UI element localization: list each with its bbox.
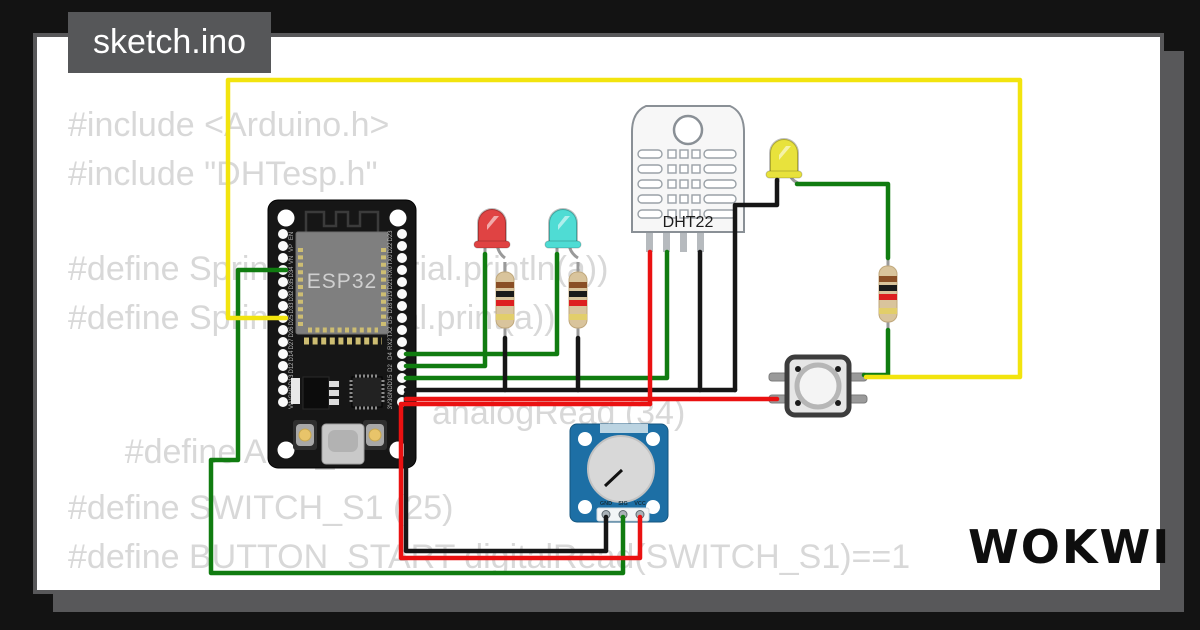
svg-text:RX2: RX2 <box>388 338 394 350</box>
wire-red-led-d2 <box>403 251 488 369</box>
wire-resistor-button <box>861 327 891 378</box>
esp32-module <box>295 231 389 335</box>
svg-text:SIG: SIG <box>618 501 627 507</box>
wire-pot-gnd <box>403 391 609 554</box>
pot-indicator <box>603 468 624 488</box>
code-line-6: #define SWITCH_S1 (25) <box>68 489 454 527</box>
wokwi-logo: WOKWI <box>968 520 1172 574</box>
voltage-regulator <box>302 376 339 410</box>
yellow-led[interactable] <box>765 138 803 179</box>
file-tab-label: sketch.ino <box>93 23 247 61</box>
svg-text:D23: D23 <box>388 230 394 242</box>
potentiometer[interactable]: GND SIG VCC <box>569 423 669 523</box>
file-tab: sketch.ino <box>68 12 272 73</box>
svg-text:D21: D21 <box>388 278 394 290</box>
resistor-red-led[interactable] <box>494 260 516 340</box>
wire-yellow-led-resistor <box>794 181 891 261</box>
wires-red <box>398 249 780 561</box>
code-line-1: #include <Arduino.h> <box>68 106 390 144</box>
antenna-trace <box>304 210 380 232</box>
svg-text:D15: D15 <box>388 374 394 386</box>
code-line-2: #include "DHTesp.h" <box>68 155 378 193</box>
svg-text:VCC: VCC <box>634 501 646 507</box>
wire-cyan-led-d4 <box>403 251 560 357</box>
svg-text:TX0: TX0 <box>388 254 394 266</box>
svg-text:D2: D2 <box>388 364 394 372</box>
svg-text:RX0: RX0 <box>388 266 394 278</box>
esp32-chip <box>349 374 385 410</box>
svg-text:GND: GND <box>600 501 612 507</box>
svg-text:D12: D12 <box>289 362 295 374</box>
svg-text:D34: D34 <box>289 266 295 278</box>
svg-text:3V3: 3V3 <box>388 398 394 409</box>
svg-text:D22: D22 <box>388 242 394 254</box>
red-led[interactable] <box>473 208 511 249</box>
svg-text:D4: D4 <box>388 352 394 360</box>
svg-text:D27: D27 <box>289 338 295 350</box>
svg-text:D5: D5 <box>388 316 394 324</box>
svg-text:EN: EN <box>289 232 295 240</box>
esp32-board[interactable]: ESP32 ENVPVND34D35D32D33D25D26D27D14D12D… <box>267 199 417 469</box>
svg-text:VP: VP <box>289 244 295 252</box>
svg-text:D26: D26 <box>289 326 295 338</box>
wire-pot-sig-d34 <box>208 267 626 576</box>
boot-button[interactable] <box>363 420 387 450</box>
svg-text:GND: GND <box>388 385 394 399</box>
dht22-sensor[interactable]: DHT22 <box>631 105 745 252</box>
en-button[interactable] <box>293 420 317 450</box>
svg-text:TX2: TX2 <box>388 326 394 338</box>
svg-text:D33: D33 <box>289 302 295 314</box>
wires-black <box>403 177 780 554</box>
svg-text:D19: D19 <box>388 290 394 302</box>
svg-text:D35: D35 <box>289 278 295 290</box>
pushbutton-cap[interactable] <box>794 362 842 410</box>
wire-dht-data-d15 <box>403 249 670 381</box>
dht22-vents <box>637 149 737 219</box>
dht22-mounting-hole <box>672 114 704 146</box>
pot-pin-labels: GND SIG VCC <box>600 501 646 507</box>
wire-yellow-led-gnd <box>732 177 780 393</box>
svg-text:D14: D14 <box>289 350 295 362</box>
wire-3v3-pot-vcc <box>398 401 653 561</box>
resistor-yellow-led[interactable] <box>877 254 899 334</box>
dht22-label: DHT22 <box>663 214 714 231</box>
wires-yellow <box>225 77 1023 380</box>
pushbutton[interactable] <box>768 354 868 418</box>
svg-text:D25: D25 <box>289 314 295 326</box>
svg-text:D18: D18 <box>388 302 394 314</box>
board-pad <box>291 378 300 404</box>
svg-text:D32: D32 <box>289 290 295 302</box>
esp32-label: ESP32 <box>307 270 377 293</box>
resistor-cyan-led[interactable] <box>567 260 589 340</box>
cyan-led[interactable] <box>544 208 582 249</box>
svg-text:VN: VN <box>289 256 295 264</box>
usb-connector <box>321 423 365 465</box>
wire-button-d25 <box>225 77 1023 380</box>
